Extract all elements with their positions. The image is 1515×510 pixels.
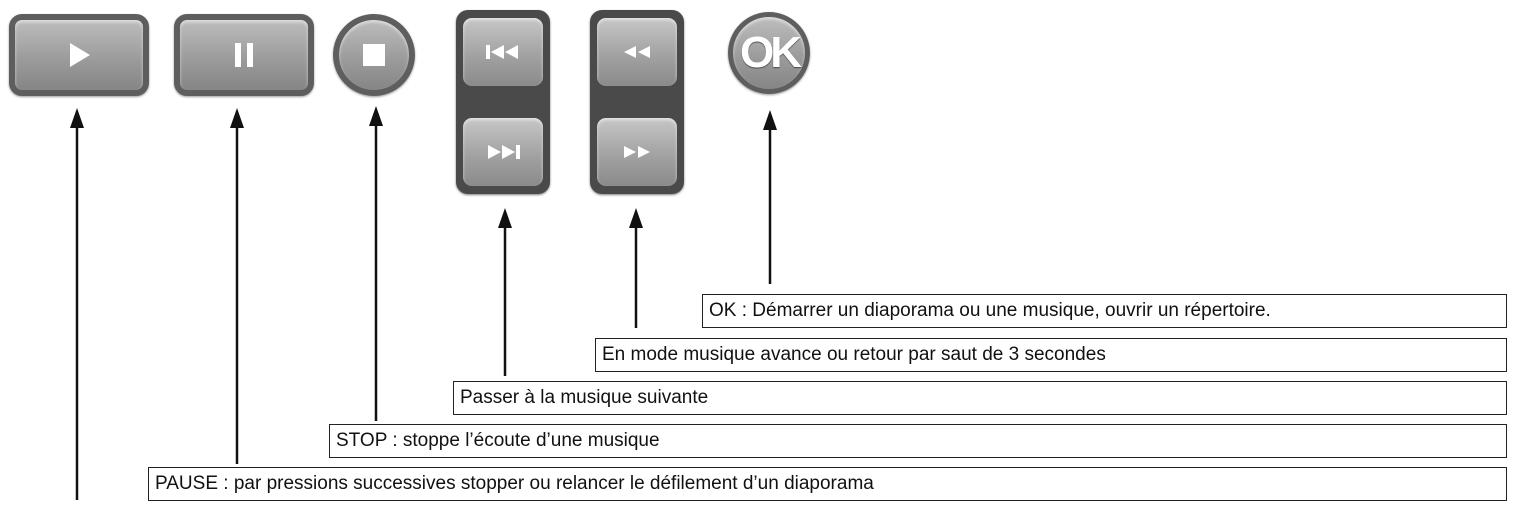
stop-icon <box>363 44 385 66</box>
pause-arrowhead <box>230 108 244 128</box>
pause-icon <box>235 43 253 67</box>
stop-arrowhead <box>369 106 383 126</box>
skip-forward-icon <box>488 145 520 159</box>
fast-forward-icon <box>624 146 650 158</box>
pause-button[interactable] <box>174 14 314 96</box>
ok-label: OK <box>740 28 802 77</box>
rewind-button[interactable] <box>597 18 677 86</box>
skip-back-button[interactable] <box>463 18 543 86</box>
ok-button[interactable]: OK <box>728 12 810 94</box>
seek-arrowhead <box>629 208 643 228</box>
stop-button[interactable] <box>333 14 415 96</box>
seek-label-box: En mode musique avance ou retour par sau… <box>595 338 1507 372</box>
rewind-icon <box>624 46 650 58</box>
fast-forward-button[interactable] <box>597 118 677 186</box>
ok-arrowhead <box>763 110 777 130</box>
next-arrowhead <box>498 208 512 228</box>
track-skip-panel <box>456 10 550 194</box>
play-icon <box>70 43 90 67</box>
next-label-box: Passer à la musique suivante <box>453 381 1507 415</box>
skip-back-icon <box>486 45 518 59</box>
play-button[interactable] <box>9 14 149 96</box>
seek-panel <box>590 10 684 194</box>
pause-label-box: PAUSE : par pressions successives stoppe… <box>148 467 1507 501</box>
skip-forward-button[interactable] <box>463 118 543 186</box>
play-arrowhead <box>70 108 84 128</box>
ok-label-box: OK : Démarrer un diaporama ou une musiqu… <box>702 294 1507 328</box>
stop-label-box: STOP : stoppe l’écoute d’une musique <box>329 424 1507 458</box>
